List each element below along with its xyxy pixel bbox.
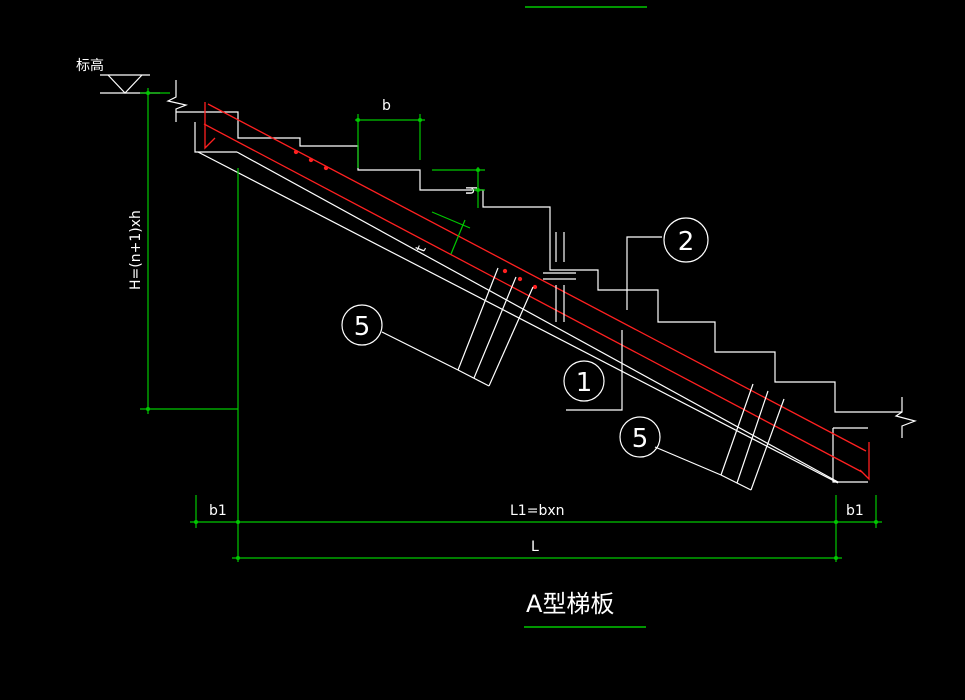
dim-label-t: t bbox=[413, 243, 430, 255]
elevation-label: 标高 bbox=[76, 57, 104, 74]
distribution-bar-hatch-left bbox=[457, 267, 534, 387]
b1-right-label: b1 bbox=[846, 503, 864, 519]
l1-label: L1=bxn bbox=[510, 503, 564, 519]
drawing-title: A型梯板 bbox=[526, 590, 614, 618]
svg-text:2: 2 bbox=[678, 227, 695, 257]
callout-1: 1 bbox=[563, 360, 605, 402]
callout-5a: 5 bbox=[341, 304, 383, 346]
height-formula-label: H=(n+1)xh bbox=[128, 210, 144, 290]
distribution-bar-hatch-right bbox=[720, 383, 785, 491]
svg-text:1: 1 bbox=[576, 368, 593, 398]
callout-leaders bbox=[381, 236, 722, 476]
l-label: L bbox=[531, 539, 539, 555]
svg-text:5: 5 bbox=[354, 312, 371, 342]
b1-left-label: b1 bbox=[209, 503, 227, 519]
callout-2: 2 bbox=[663, 217, 709, 263]
slab-break-mark bbox=[543, 232, 576, 322]
callout-5b: 5 bbox=[619, 416, 661, 458]
dimension-lines bbox=[140, 88, 882, 562]
rebar-lines bbox=[203, 102, 870, 481]
dim-label-b: b bbox=[382, 98, 391, 114]
dim-label-h: h bbox=[462, 186, 478, 195]
svg-text:5: 5 bbox=[632, 424, 649, 454]
dimension-ticks bbox=[146, 91, 878, 560]
